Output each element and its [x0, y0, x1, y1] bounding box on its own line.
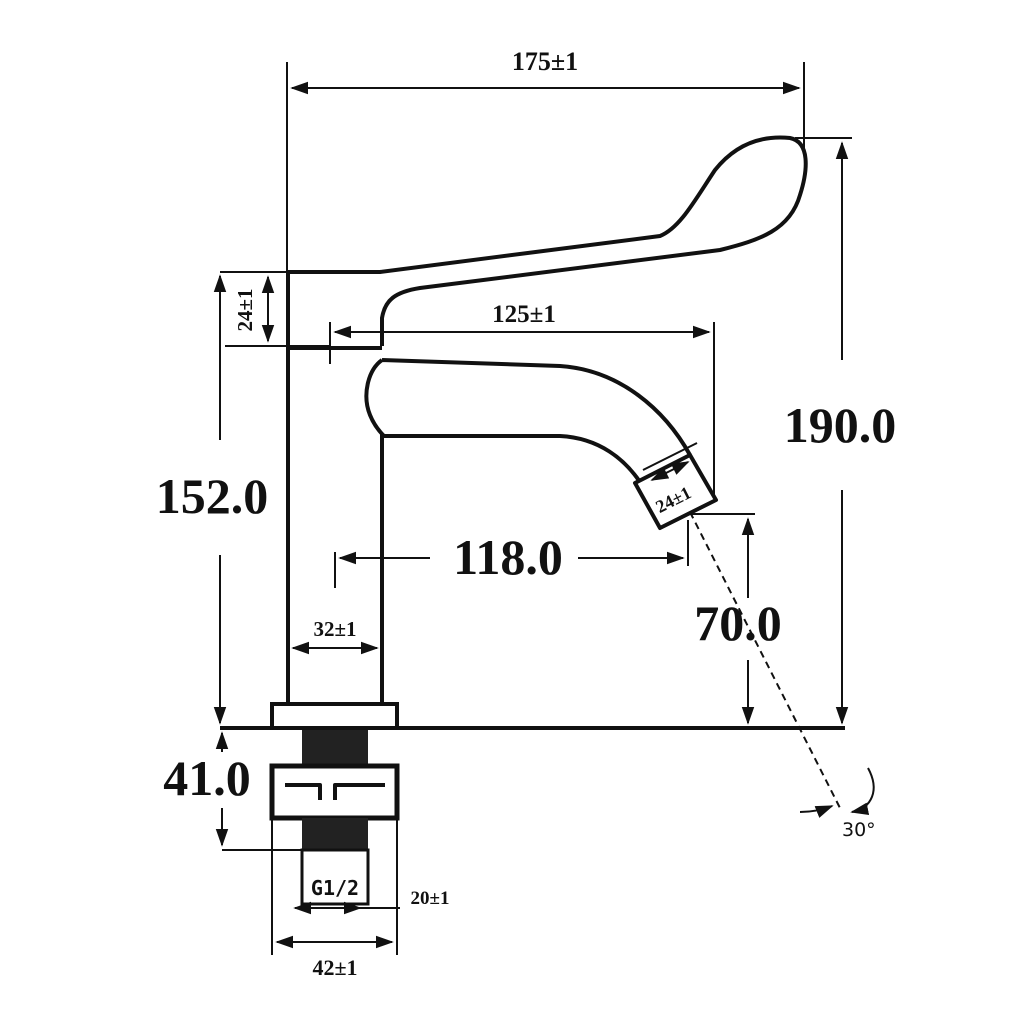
dim-height-lever: 152.0: [156, 274, 269, 725]
nut-detail: [285, 783, 385, 800]
svg-text:190.0: 190.0: [784, 397, 897, 453]
dim-base-width: 42±1: [271, 820, 398, 980]
svg-text:32±1: 32±1: [313, 617, 356, 641]
dim-height-top: 190.0: [784, 137, 897, 725]
svg-text:24±1: 24±1: [233, 288, 257, 331]
dim-thread-width: 20±1: [293, 888, 450, 915]
spray-centerline: [689, 511, 841, 809]
faucet-outline: [220, 135, 845, 906]
angle-label: 30°: [842, 819, 876, 841]
svg-text:175±1: 175±1: [512, 47, 578, 76]
svg-text:118.0: 118.0: [453, 529, 563, 585]
shank-thread-lower: [302, 818, 368, 850]
dim-shank-length: 41.0: [163, 731, 302, 851]
dim-spout-offset: 118.0: [334, 520, 689, 588]
dim-lever-thickness: 24±1: [220, 271, 330, 347]
dim-overall-width: 175±1: [286, 47, 805, 350]
svg-text:41.0: 41.0: [163, 750, 251, 806]
base-plate: [270, 702, 399, 730]
dim-spout-reach: 125±1: [329, 301, 715, 498]
spray-annotation: 30°: [689, 511, 876, 841]
dim-body-width: 32±1: [291, 617, 379, 655]
shank-thread: [302, 730, 368, 766]
lever-handle: [288, 135, 808, 346]
spout: [364, 358, 692, 484]
svg-text:152.0: 152.0: [156, 468, 269, 524]
svg-text:20±1: 20±1: [411, 888, 450, 909]
svg-text:70.0: 70.0: [694, 595, 782, 651]
angle-arc-left: [799, 805, 834, 818]
angle-arc-right: [850, 767, 875, 815]
svg-text:125±1: 125±1: [492, 301, 556, 328]
svg-text:42±1: 42±1: [312, 955, 357, 980]
thread-label: G1/2: [311, 876, 359, 900]
dim-outlet-height: 70.0: [692, 513, 782, 725]
svg-text:24±1: 24±1: [652, 482, 694, 517]
